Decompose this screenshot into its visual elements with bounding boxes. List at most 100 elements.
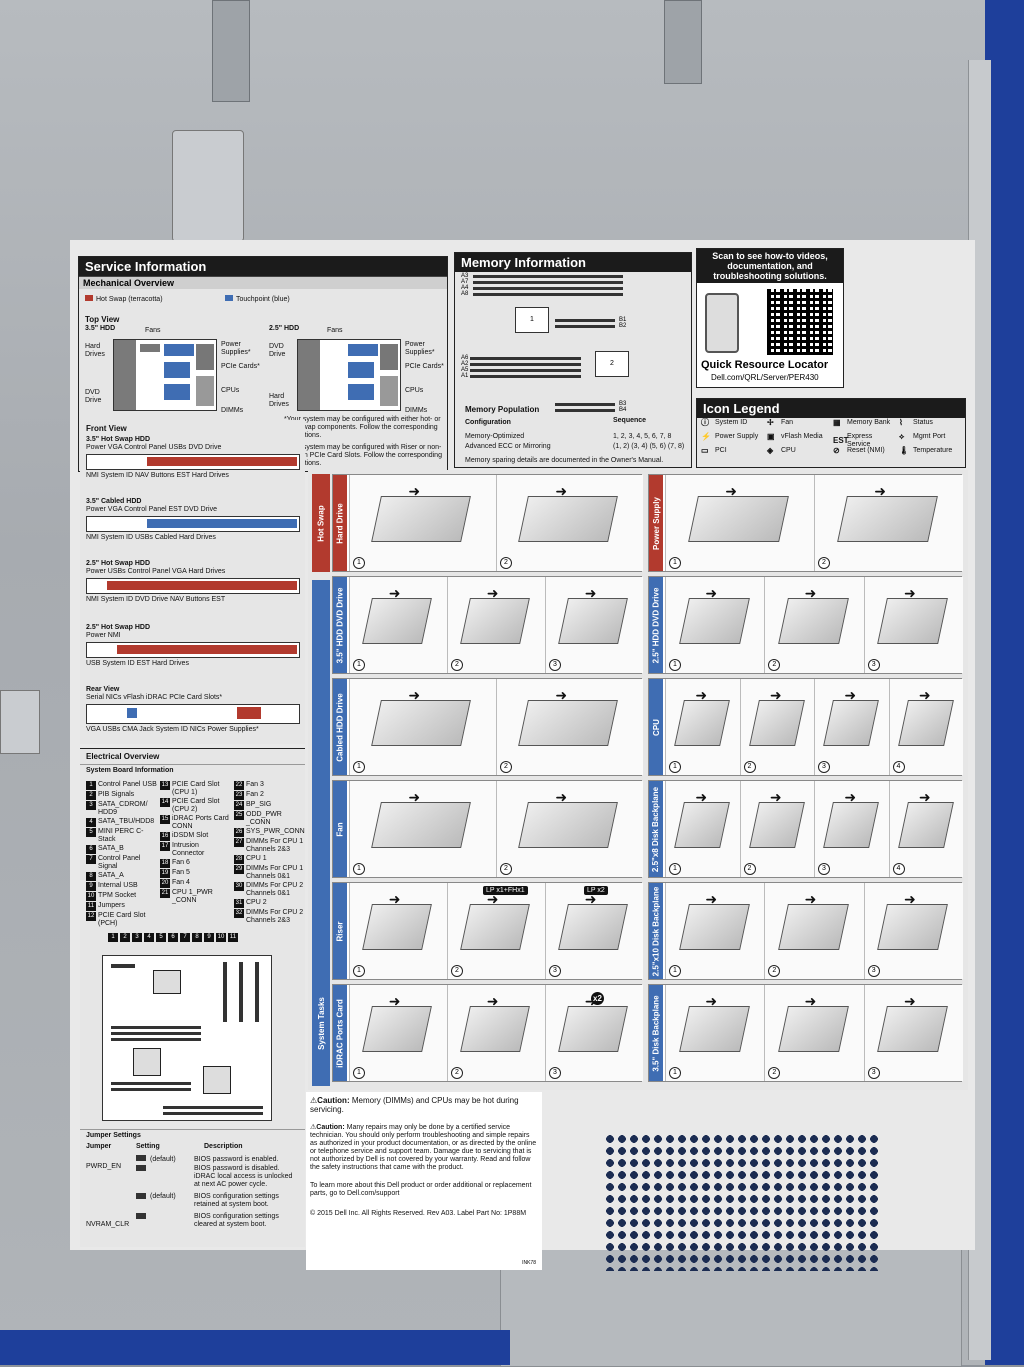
board-item-number: 21	[160, 889, 170, 898]
component-drawing	[460, 598, 531, 645]
arrow-icon: ➜	[388, 584, 401, 601]
task-card-2-5-x8-disk-backplane: 2.5"x8 Disk Backplane➜1➜2➜3➜4	[648, 780, 963, 878]
step-number: 1	[353, 557, 365, 569]
icon-legend-label: Express Service	[847, 433, 873, 448]
board-item-number: 13	[160, 781, 170, 790]
fans-label: Fans	[145, 327, 161, 334]
power-supplies-label-2: Power Supplies*	[405, 341, 435, 356]
component-drawing	[362, 598, 433, 645]
memory-slot-bar	[473, 280, 623, 284]
dvd-drive-label: DVD Drive	[85, 389, 102, 404]
mechanical-overview-heading: Mechanical Overview	[79, 276, 447, 289]
caution-hot: ⚠Caution: Memory (DIMMs) and CPUs may be…	[310, 1096, 519, 1114]
task-illustration: ➜1	[665, 679, 740, 775]
task-card-hard-drive: Hard Drive➜1➜2	[332, 474, 643, 572]
icon-legend-item: ◈CPU	[767, 447, 831, 455]
board-item-number: 26	[234, 828, 244, 837]
task-illustration: ➜1	[349, 985, 447, 1081]
memory-row-seq: 1, 2, 3, 4, 5, 6, 7, 8	[613, 433, 672, 440]
task-illustration: ➜2	[739, 781, 814, 877]
arrow-icon: ➜	[918, 686, 931, 703]
component-drawing	[371, 802, 471, 849]
board-item-label: Jumpers	[98, 902, 125, 909]
top-view-35-diagram	[113, 339, 217, 411]
note-hot-cold-swap: *Your system may be configured with eith…	[284, 416, 441, 439]
memory-slot-bar	[473, 274, 623, 278]
task-label: Hard Drive	[333, 475, 347, 571]
hook-bracket	[172, 130, 244, 242]
board-item-label: PCIE Card Slot (PCH)	[98, 912, 146, 927]
arrow-icon: ➜	[584, 584, 597, 601]
step-number: 4	[892, 761, 905, 773]
arrow-icon: ➜	[408, 482, 421, 499]
jumper-row: (default)BIOS password is enabled.	[136, 1155, 300, 1165]
hot-swap-legend: Hot Swap (terracotta)	[85, 295, 163, 304]
arrow-icon: ➜	[725, 482, 737, 499]
memory-slot: B1	[555, 317, 655, 323]
memory-slot: A4	[461, 285, 685, 291]
task-illustration: ➜3	[545, 883, 643, 979]
arrow-icon: ➜	[918, 788, 931, 805]
step-number: 3	[549, 659, 561, 671]
step-number: 1	[669, 659, 681, 671]
component-drawing	[558, 904, 629, 951]
board-item-label: ODD_PWR _CONN	[246, 811, 282, 826]
step-number: 2	[743, 863, 756, 875]
cpu1-socket: 1	[515, 307, 549, 333]
memory-slot-bar	[555, 324, 615, 328]
component-drawing	[518, 802, 618, 849]
cpu-icon: ◈	[767, 446, 774, 455]
board-item-number: 8	[86, 872, 96, 881]
task-illustration: ➜2	[739, 679, 814, 775]
memory-slot-label: A4	[461, 285, 469, 291]
nvram-clr-label: NVRAM_CLR	[86, 1221, 130, 1228]
task-illustration: ➜1	[349, 781, 496, 877]
top-view-heading: Top View	[85, 315, 120, 324]
memory-slot: B3	[555, 401, 655, 407]
board-item-number: 25	[234, 811, 244, 820]
task-illustration: ➜1	[665, 781, 740, 877]
component-drawing	[460, 1006, 531, 1053]
arrow-icon: ➜	[769, 788, 782, 805]
reset-icon: ⊘	[833, 446, 840, 455]
arrow-icon: ➜	[844, 788, 857, 805]
memory-bank-icon: ▦	[833, 418, 841, 427]
dimms-label: DIMMs	[221, 407, 244, 414]
task-label: 3.5" HDD DVD Drive	[333, 577, 347, 673]
task-illustration: ➜3	[863, 883, 963, 979]
component-drawing	[518, 700, 618, 747]
board-item-number: 29	[234, 865, 244, 874]
step-number: 2	[768, 965, 781, 977]
memory-slot-bar	[469, 374, 581, 378]
step-number: 3	[867, 965, 880, 977]
rear-view: Rear View Serial NICs vFlash iDRAC PCIe …	[86, 686, 300, 744]
board-item-number: 27	[234, 838, 244, 847]
task-label: 2.5"x8 Disk Backplane	[649, 781, 663, 877]
fv-25-hotswap: 2.5" Hot Swap HDD Power USBs Control Pan…	[86, 560, 300, 620]
component-drawing	[778, 904, 849, 951]
board-item-number: 2	[86, 791, 96, 800]
icon-legend-item: ✢Fan	[767, 419, 831, 427]
step-number: 1	[353, 659, 365, 671]
memory-col-sequence: Sequence	[613, 417, 647, 424]
task-illustration: ➜3	[545, 577, 643, 673]
memory-slot: A2	[461, 361, 581, 367]
board-item-number: 23	[234, 791, 244, 800]
component-drawing	[687, 496, 789, 543]
arrow-icon: ➜	[705, 584, 718, 601]
cpu2-socket: 2	[595, 351, 629, 377]
